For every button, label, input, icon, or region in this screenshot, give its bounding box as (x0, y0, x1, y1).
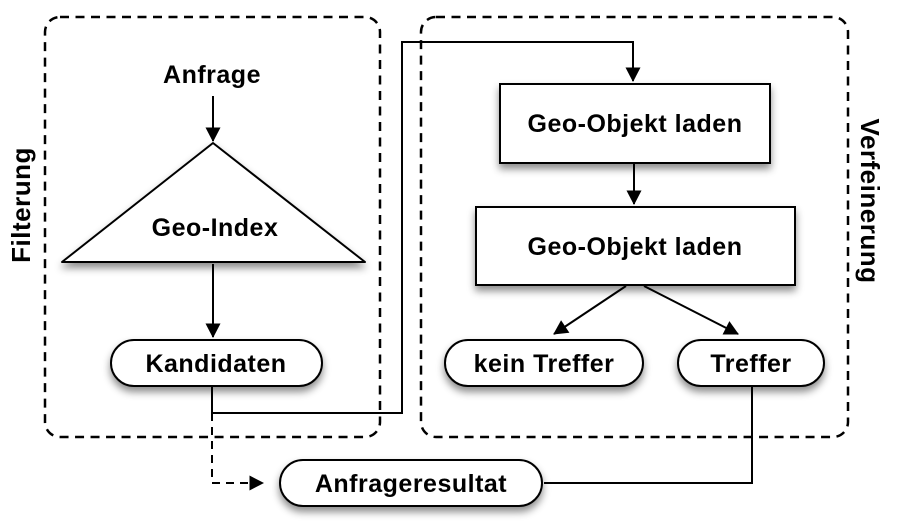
verfeinerung-border (419, 15, 850, 439)
kein-treffer-shape (444, 339, 644, 387)
anfrage-label: Anfrage (163, 61, 261, 89)
kandidaten-label: Kandidaten (145, 350, 286, 378)
treffer-label: Treffer (710, 350, 791, 378)
treffer-shape (677, 339, 825, 387)
node-treffer: Treffer (677, 339, 825, 387)
geo-objekt-laden-2-shape (475, 206, 796, 286)
edges (205, 41, 753, 491)
geo-index-label: Geo-Index (152, 214, 279, 242)
region-verfeinerung-label: Verfeinerung (855, 119, 885, 284)
edge-kandidaten-to-geoobjekt1 (211, 41, 641, 414)
edge-geoobjekt2-to-keintreffer (553, 285, 627, 335)
geo-index-shape (61, 142, 366, 263)
node-anfrageresultat: Anfrageresultat (279, 459, 543, 507)
edge-geoobjekt2-to-treffer (643, 285, 739, 335)
edge-kandidaten-to-anfrageresultat (211, 413, 264, 491)
region-verfeinerung: Verfeinerung (419, 15, 885, 439)
region-filterung: Filterung (6, 15, 382, 439)
node-kein-treffer: kein Treffer (444, 339, 644, 387)
node-geo-objekt-laden-2: Geo-Objekt laden (475, 206, 796, 286)
node-geo-objekt-laden-1: Geo-Objekt laden (499, 83, 771, 164)
kandidaten-shape (110, 339, 323, 387)
node-geo-index: Geo-Index (61, 142, 366, 263)
edge-treffer-to-anfrageresultat (544, 386, 753, 484)
node-kandidaten: Kandidaten (110, 339, 323, 387)
anfrageresultat-label: Anfrageresultat (315, 470, 507, 498)
node-anfrage: Anfrage (163, 61, 261, 89)
kein-treffer-label: kein Treffer (474, 350, 615, 378)
geo-objekt-laden-1-shape (499, 83, 771, 164)
region-filterung-label: Filterung (6, 147, 36, 263)
anfrageresultat-shape (279, 459, 543, 507)
geo-objekt-laden-1-label: Geo-Objekt laden (528, 110, 743, 138)
geo-objekt-laden-2-label: Geo-Objekt laden (528, 233, 743, 261)
